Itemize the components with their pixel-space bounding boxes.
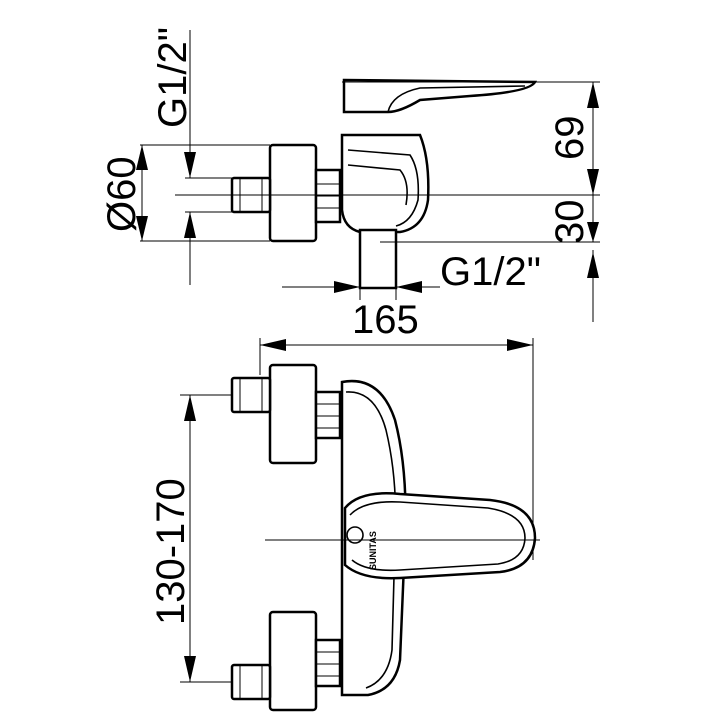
front-nut-top [314, 390, 342, 440]
label-diameter: Ø60 [100, 156, 144, 232]
front-view: 165 SUNITAS [149, 298, 540, 712]
label-width: 165 [352, 298, 419, 342]
front-nut-bottom [314, 638, 342, 688]
side-view [140, 78, 600, 300]
label-height-top: 69 [548, 116, 592, 161]
front-rosette-bottom [268, 610, 318, 712]
front-inlet-top [230, 376, 272, 414]
side-valve-body [340, 133, 430, 234]
side-lever [342, 78, 538, 114]
label-thread-outlet: G1/2" [440, 250, 541, 294]
arrow-g12-bottom [184, 212, 196, 238]
front-rosette-top [268, 363, 318, 465]
front-lever [343, 492, 537, 580]
front-inlet-bottom [230, 663, 272, 701]
side-rosette [268, 143, 318, 243]
side-dimensions: G1/2" Ø60 69 30 G1/2" [100, 27, 599, 322]
brand-mark: SUNITAS [368, 531, 378, 570]
side-outlet [358, 228, 398, 290]
label-height-bottom: 30 [548, 200, 592, 245]
label-centers: 130-170 [149, 478, 193, 625]
label-thread-inlet: G1/2" [151, 27, 195, 128]
arrow-g12-top [184, 152, 196, 178]
